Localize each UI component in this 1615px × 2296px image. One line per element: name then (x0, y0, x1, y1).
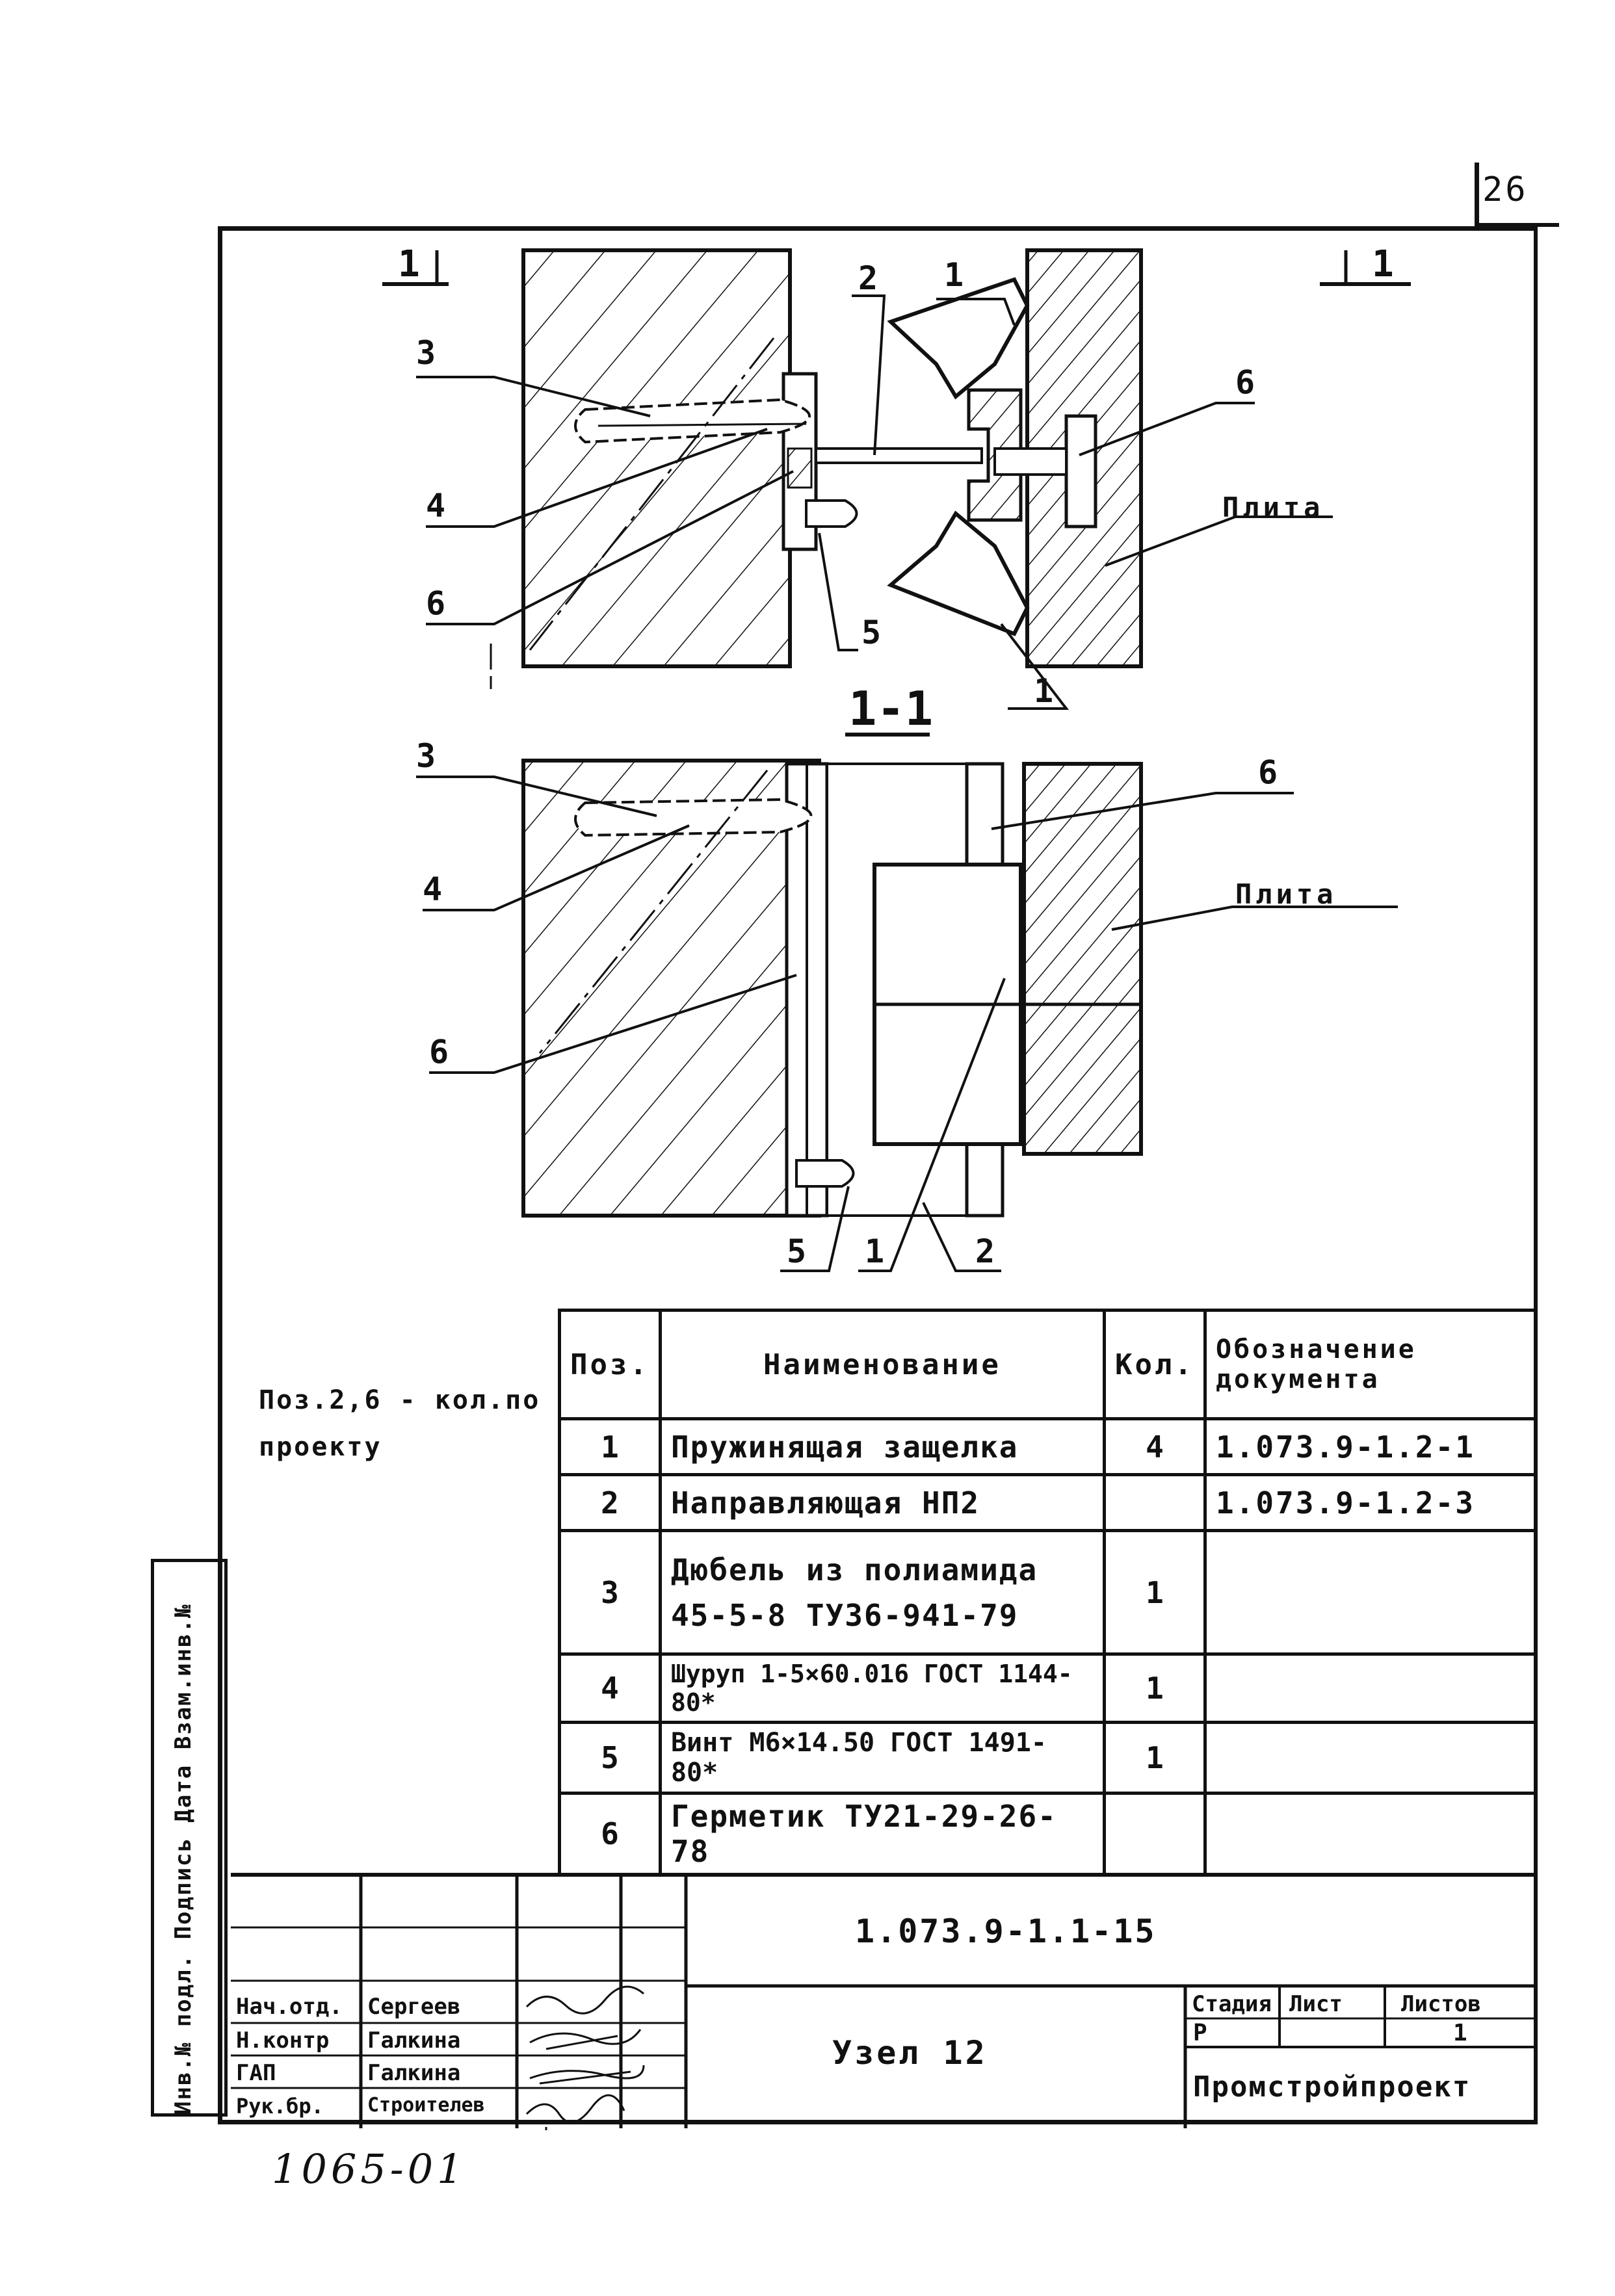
sheet-number-underline (1475, 223, 1559, 227)
row-name: Герметик ТУ21-29-26-78 (658, 1792, 1106, 1876)
sheets-header: Листов (1401, 1991, 1481, 2017)
callout-5-top: 5 (861, 614, 881, 651)
callout-1-section: 1 (865, 1233, 884, 1270)
callout-5-section: 5 (787, 1233, 806, 1270)
row-name: Винт М6×14.50 ГОСТ 1491-80* (658, 1721, 1106, 1795)
guide-rail (815, 447, 983, 464)
section-title: 1-1 (848, 681, 933, 736)
signature-4 (525, 2094, 625, 2130)
stage-value: Р (1193, 2020, 1207, 2046)
header-pos: Поз. (558, 1309, 662, 1420)
row-qty: 1 (1102, 1529, 1207, 1656)
table-row: 3 Дюбель из полиамида 45-5-8 ТУ36-941-79… (558, 1529, 1538, 1656)
row-qty (1102, 1473, 1207, 1532)
spring-clip-top (887, 277, 1030, 400)
role-1: Нач.отд. (236, 1994, 343, 2020)
row-pos: 3 (558, 1529, 662, 1656)
side-stamp-box (151, 1559, 228, 2117)
table-row: 1 Пружинящая защелка 4 1.073.9-1.2-1 (558, 1417, 1538, 1476)
organization: Промстройпроект (1193, 2070, 1471, 2104)
plate-label-top: Плита (1222, 491, 1324, 523)
table-row: 2 Направляющая НП2 1.073.9-1.2-3 (558, 1473, 1538, 1532)
row-name: Шуруп 1-5×60.016 ГОСТ 1144-80* (658, 1652, 1106, 1724)
row-doc: 1.073.9-1.2-1 (1203, 1417, 1538, 1476)
row-pos: 2 (558, 1473, 662, 1532)
row-pos: 1 (558, 1417, 662, 1476)
section-mark-left: 1 (398, 243, 420, 285)
table-row: 4 Шуруп 1-5×60.016 ГОСТ 1144-80* 1 (558, 1652, 1538, 1724)
header-doc: Обозначение документа (1203, 1309, 1538, 1420)
stage-header: Стадия (1192, 1991, 1272, 2017)
name-3: Галкина (367, 2060, 461, 2086)
document-designation: 1.073.9-1.1-15 (855, 1912, 1157, 1950)
sheet-header: Лист (1289, 1991, 1343, 2017)
row-pos: 5 (558, 1721, 662, 1795)
sheet-number: 26 (1482, 170, 1529, 209)
signature-2 (529, 2029, 642, 2050)
row-doc (1203, 1652, 1538, 1724)
callout-3-section: 3 (416, 737, 436, 775)
handwritten-archive-number: 1065-01 (272, 2145, 467, 2193)
callout-6-section-right: 6 (1258, 753, 1278, 791)
row-qty: 1 (1102, 1652, 1207, 1724)
title-block-grid (231, 1877, 1538, 2128)
name-1: Сергеев (367, 1994, 461, 2020)
row-pos: 6 (558, 1792, 662, 1876)
role-4: Рук.бр. (236, 2094, 324, 2119)
callout-1-bottom: 1 (1034, 672, 1053, 710)
callout-6-top-right: 6 (1235, 363, 1255, 401)
row-name: Направляющая НП2 (658, 1473, 1106, 1532)
spring-clip-bottom (887, 510, 1030, 636)
row-doc (1203, 1721, 1538, 1795)
signatures (525, 1985, 645, 2130)
section-plate (1022, 762, 1143, 1156)
specification-table: Поз. Наименование Кол. Обозначение докум… (558, 1309, 1538, 1876)
callout-2-top: 2 (858, 259, 878, 297)
side-stamp-text: Инв.№ подл. Подпись Дата Взам.инв.№ (170, 1603, 196, 2115)
spec-note: Поз.2,6 - кол.по проекту (259, 1385, 541, 1462)
table-row: 5 Винт М6×14.50 ГОСТ 1491-80* 1 (558, 1721, 1538, 1795)
wall-block-left (521, 248, 792, 668)
sheets-value: 1 (1453, 2020, 1467, 2046)
screw (805, 499, 858, 528)
callout-2-section: 2 (975, 1233, 995, 1270)
plate-label-section: Плита (1235, 878, 1337, 910)
callout-6-section-left: 6 (429, 1033, 449, 1071)
header-name: Наименование (658, 1309, 1106, 1420)
plan-view (382, 248, 1411, 710)
drawing-frame (218, 226, 1538, 2124)
row-doc (1203, 1529, 1538, 1656)
title-block: 1.073.9-1.1-15 Узел 12 Стадия Лист Листо… (231, 1873, 1538, 2130)
section-mark-right: 1 (1372, 243, 1394, 285)
callout-6-top-left: 6 (426, 584, 445, 622)
row-qty: 1 (1102, 1721, 1207, 1795)
signature-3 (529, 2065, 645, 2085)
row-qty (1102, 1792, 1207, 1876)
dowel (574, 398, 811, 444)
row-name: Пружинящая защелка (658, 1417, 1106, 1476)
name-4: Строителев (367, 2094, 485, 2117)
signature-1 (525, 1985, 644, 2015)
spec-header-row: Поз. Наименование Кол. Обозначение докум… (558, 1309, 1538, 1420)
role-2: Н.контр (236, 2028, 330, 2054)
callout-1-top: 1 (944, 256, 964, 294)
row-doc: 1.073.9-1.2-3 (1203, 1473, 1538, 1532)
section-view (416, 733, 1398, 1272)
drawing-title: Узел 12 (832, 2034, 988, 2072)
callout-4-section: 4 (423, 870, 442, 908)
row-doc (1203, 1792, 1538, 1876)
callout-3-top: 3 (416, 334, 436, 372)
role-3: ГАП (236, 2060, 276, 2086)
sheet-number-bar (1475, 163, 1479, 224)
header-qty: Кол. (1102, 1309, 1207, 1420)
callout-4-top: 4 (426, 487, 445, 525)
section-wall-left (521, 759, 821, 1218)
row-pos: 4 (558, 1652, 662, 1724)
row-qty: 4 (1102, 1417, 1207, 1476)
table-row: 6 Герметик ТУ21-29-26-78 (558, 1792, 1538, 1876)
row-name: Дюбель из полиамида 45-5-8 ТУ36-941-79 (658, 1529, 1106, 1656)
name-2: Галкина (367, 2028, 461, 2054)
